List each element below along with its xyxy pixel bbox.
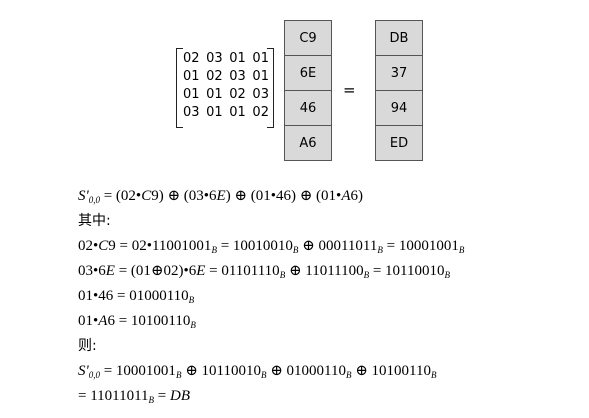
state-cell: DB <box>375 20 423 56</box>
matrix-right-bracket <box>267 48 274 128</box>
formula-line: 03•6E = (01⊕02)•6E = 01101110B ⊕ 1101110… <box>78 263 450 280</box>
matrix-cell: 01 <box>229 51 246 66</box>
matrix-cell: 01 <box>183 87 200 102</box>
output-state-column: DB 37 94 ED <box>375 20 423 161</box>
matrix-row: 01 01 02 03 <box>183 86 269 104</box>
state-cell: ED <box>375 125 423 161</box>
matrix-row: 02 03 01 01 <box>183 50 269 68</box>
matrix-left-bracket <box>176 48 183 128</box>
formula-line: = 11011011B = DB <box>78 388 191 405</box>
formula-line: 01•A6 = 10100110B <box>78 313 196 330</box>
matrix-cell: 03 <box>252 87 269 102</box>
matrix-cell: 01 <box>206 105 223 120</box>
state-cell: 94 <box>375 90 423 126</box>
formula-line: S'0,0 = (02•C9) ⊕ (03•6E) ⊕ (01•46) ⊕ (0… <box>78 188 363 205</box>
matrix-cell: 01 <box>206 87 223 102</box>
matrix-cell: 02 <box>229 87 246 102</box>
formula-line: S'0,0 = 10001001B ⊕ 10110010B ⊕ 01000110… <box>78 363 437 380</box>
state-cell: 46 <box>284 90 332 126</box>
matrix-cell: 02 <box>252 105 269 120</box>
matrix-cell: 01 <box>229 105 246 120</box>
state-cell: C9 <box>284 20 332 56</box>
state-cell: 6E <box>284 55 332 91</box>
mixcolumns-diagram: 02 03 01 01 01 02 03 01 01 01 02 03 03 0… <box>0 0 589 175</box>
state-cell: A6 <box>284 125 332 161</box>
state-cell: 37 <box>375 55 423 91</box>
equals-sign: = <box>343 81 356 99</box>
matrix-cell: 01 <box>252 69 269 84</box>
matrix-cell: 02 <box>206 69 223 84</box>
matrix-cell: 01 <box>183 69 200 84</box>
matrix-cell: 02 <box>183 51 200 66</box>
formula-line: 01•46 = 01000110B <box>78 288 195 305</box>
matrix-cell: 03 <box>206 51 223 66</box>
input-state-column: C9 6E 46 A6 <box>284 20 332 161</box>
text-line: 则: <box>78 338 97 354</box>
matrix-cell: 03 <box>229 69 246 84</box>
text-line: 其中: <box>78 213 111 229</box>
matrix-row: 03 01 01 02 <box>183 104 269 122</box>
matrix-row: 01 02 03 01 <box>183 68 269 86</box>
matrix-cell: 01 <box>252 51 269 66</box>
matrix-cell: 03 <box>183 105 200 120</box>
coefficient-matrix: 02 03 01 01 01 02 03 01 01 01 02 03 03 0… <box>176 48 274 128</box>
formula-line: 02•C9 = 02•11001001B = 10010010B ⊕ 00011… <box>78 238 465 255</box>
